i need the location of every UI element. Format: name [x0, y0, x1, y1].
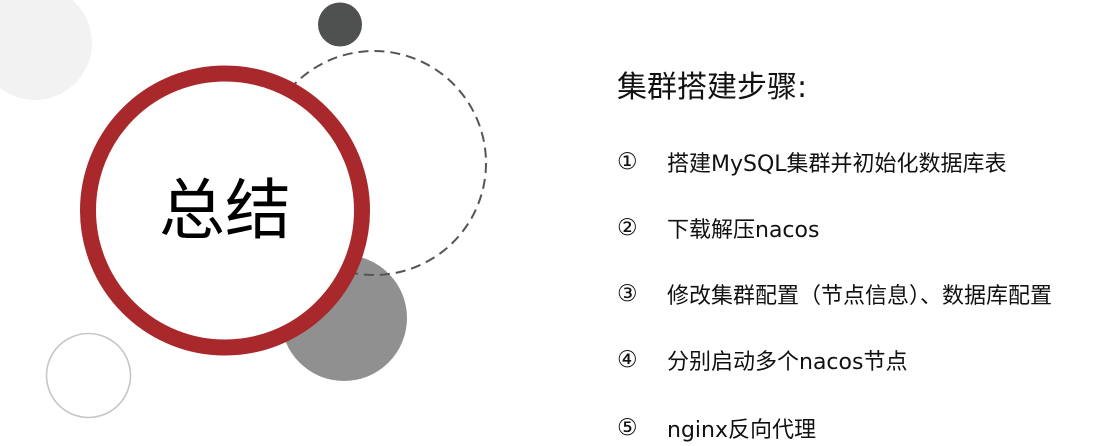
step-text-4: 分别启动多个nacos节点 — [667, 350, 908, 375]
step-number-3: ③ — [617, 281, 638, 307]
light-gray-circle — [0, 0, 92, 100]
step-number-2: ② — [617, 215, 638, 241]
dashed-circle — [261, 50, 487, 276]
step-text-1: 搭建MySQL集群并初始化数据库表 — [667, 152, 1007, 177]
step-text-5: nginx反向代理 — [667, 418, 816, 443]
step-item-1: ① 搭建MySQL集群并初始化数据库表 — [617, 147, 1007, 177]
steps-title: 集群搭建步骤: — [617, 70, 808, 105]
step-number-4: ④ — [617, 347, 638, 373]
dark-gray-dot — [318, 2, 362, 47]
step-item-3: ③ 修改集群配置（节点信息）、数据库配置 — [617, 279, 1052, 309]
summary-badge-title: 总结 — [159, 172, 291, 249]
outline-circle — [45, 332, 132, 419]
red-ring-circle — [80, 65, 370, 356]
step-text-3: 修改集群配置（节点信息）、数据库配置 — [667, 284, 1053, 309]
step-number-5: ⑤ — [617, 415, 638, 441]
step-item-5: ⑤ nginx反向代理 — [617, 413, 816, 443]
step-item-2: ② 下载解压nacos — [617, 213, 819, 243]
step-item-4: ④ 分别启动多个nacos节点 — [617, 345, 907, 375]
step-number-1: ① — [617, 149, 638, 175]
step-text-2: 下载解压nacos — [667, 218, 820, 243]
